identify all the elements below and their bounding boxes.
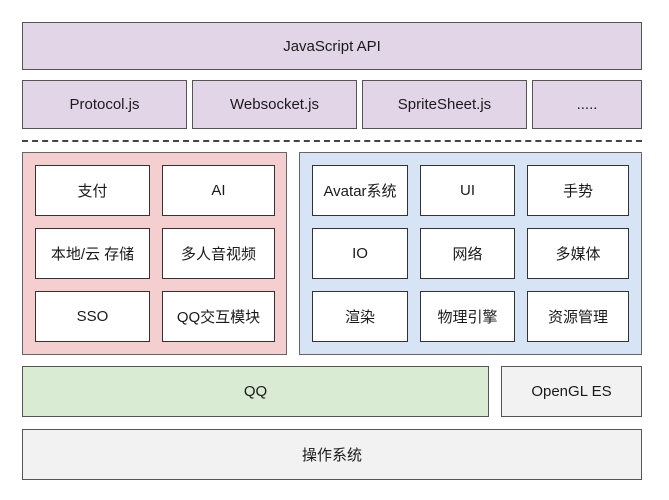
engine-label: UI — [460, 182, 475, 199]
service-label: AI — [211, 182, 226, 199]
engine-rendering: 渲染 — [312, 291, 408, 342]
service-label: 本地/云 存储 — [50, 246, 135, 263]
engine-physics: 物理引擎 — [420, 291, 515, 342]
javascript-api-label: JavaScript API — [283, 37, 381, 55]
module-label: Websocket.js — [230, 96, 319, 113]
engine-multimedia: 多媒体 — [527, 228, 629, 279]
qq-service-payment: 支付 — [35, 165, 150, 216]
service-label: 多人音视频 — [180, 246, 256, 263]
dashed-divider — [22, 140, 642, 142]
qq-service-ai: AI — [162, 165, 275, 216]
qq-platform-layer: QQ — [22, 366, 489, 417]
engine-label: IO — [352, 245, 368, 262]
service-label: QQ交互模块 — [176, 309, 261, 326]
engine-network: 网络 — [420, 228, 515, 279]
module-websocket-js: Websocket.js — [192, 80, 357, 129]
opengl-es-layer: OpenGL ES — [501, 366, 642, 417]
engine-label: 渲染 — [344, 309, 375, 326]
module-spritesheet-js: SpriteSheet.js — [362, 80, 527, 129]
engine-label: 网络 — [452, 246, 483, 263]
engine-io: IO — [312, 228, 408, 279]
module-label: SpriteSheet.js — [397, 96, 492, 113]
engine-gesture: 手势 — [527, 165, 629, 216]
engine-label: 多媒体 — [555, 246, 601, 263]
qq-service-sso: SSO — [35, 291, 150, 342]
engine-resource-management: 资源管理 — [527, 291, 629, 342]
module-protocol-js: Protocol.js — [22, 80, 187, 129]
engine-label: 手势 — [562, 183, 593, 200]
module-label: Protocol.js — [69, 96, 140, 113]
engine-ui: UI — [420, 165, 515, 216]
service-label: 支付 — [77, 183, 108, 200]
qq-service-interaction: QQ交互模块 — [162, 291, 275, 342]
qq-platform-label: QQ — [243, 383, 268, 400]
service-label: SSO — [76, 308, 109, 325]
engine-label: Avatar系统 — [323, 183, 397, 200]
module-label: ..... — [576, 96, 598, 113]
engine-label: 资源管理 — [547, 309, 608, 326]
javascript-api-layer: JavaScript API — [22, 22, 642, 70]
qq-service-storage: 本地/云 存储 — [35, 228, 150, 279]
operating-system-layer: 操作系统 — [22, 429, 642, 480]
module-ellipsis: ..... — [532, 80, 642, 129]
qq-service-multiplayer-av: 多人音视频 — [162, 228, 275, 279]
operating-system-label: 操作系统 — [301, 447, 362, 464]
opengl-es-label: OpenGL ES — [531, 383, 612, 400]
engine-label: 物理引擎 — [437, 309, 498, 326]
engine-avatar-system: Avatar系统 — [312, 165, 408, 216]
